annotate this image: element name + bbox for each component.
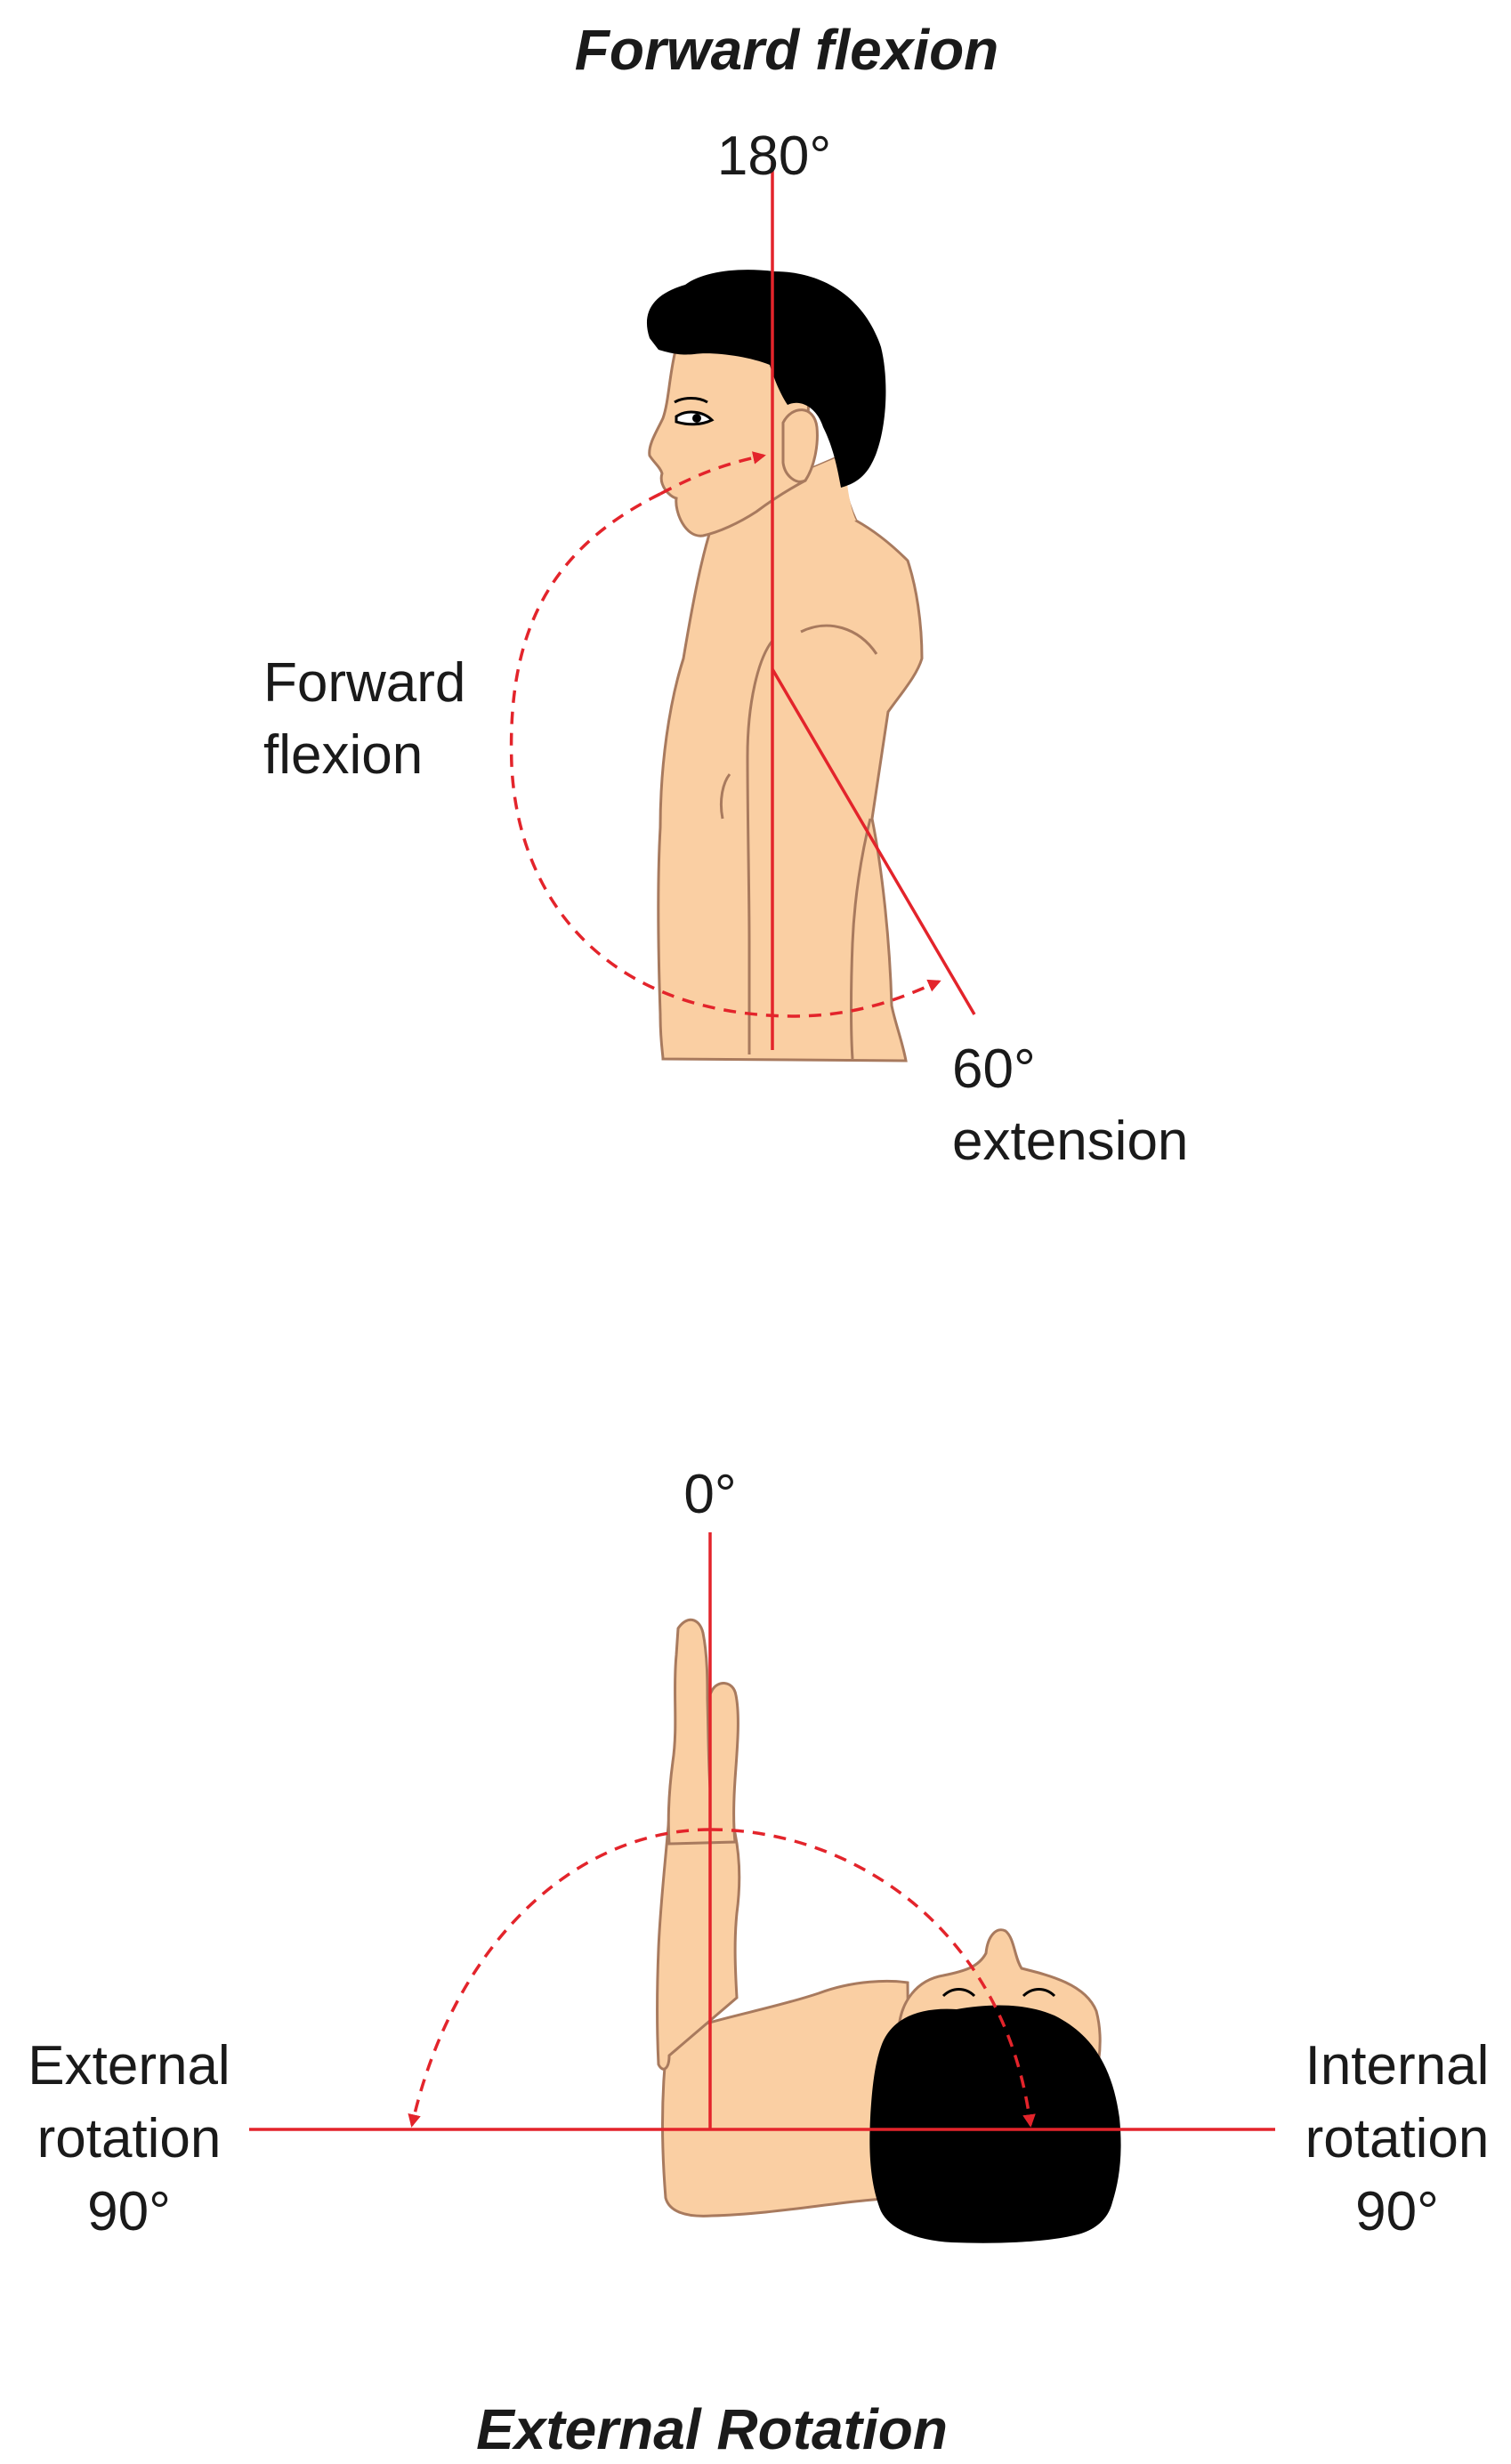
flexion-arc xyxy=(509,492,941,1018)
arm-contour xyxy=(746,640,774,1054)
neck xyxy=(739,454,856,523)
left-eyebrow xyxy=(941,1988,976,1998)
external-rotation-label-line1: External xyxy=(28,2035,230,2096)
forward-flexion-panel: Forward flexion 180° Forward flexion 60° xyxy=(263,18,1188,1172)
angle-zero-label: 0° xyxy=(683,1464,736,1525)
ear xyxy=(781,408,819,483)
hand xyxy=(667,1619,739,1846)
external-rotation-panel: 0° External rotation 90° Internal rotati… xyxy=(28,1464,1489,2461)
external-rotation-title: External Rotation xyxy=(476,2397,948,2461)
hair-top-view xyxy=(869,2005,1121,2243)
torso-side-view xyxy=(657,451,924,1062)
external-rotation-label-line2: rotation xyxy=(37,2108,222,2169)
back-contour xyxy=(850,818,872,1060)
extension-line xyxy=(771,668,976,1015)
chest-contour xyxy=(719,773,731,820)
flexion-arc-tip xyxy=(659,451,766,496)
internal-rotation-label-line3: 90° xyxy=(1355,2181,1439,2242)
internal-rotation-label-line2: rotation xyxy=(1305,2108,1490,2169)
external-rotation-label-line3: 90° xyxy=(87,2181,171,2242)
extension-label-line1: 60° xyxy=(952,1038,1036,1100)
internal-rotation-label-line1: Internal xyxy=(1305,2035,1490,2096)
rotation-arc-internal xyxy=(709,1828,1036,2128)
forward-flexion-title: Forward flexion xyxy=(575,18,999,82)
rotation-arc-external xyxy=(408,1828,711,2128)
hair xyxy=(646,270,886,488)
forward-flexion-label-line1: Forward xyxy=(263,652,465,714)
right-eyebrow xyxy=(1022,1988,1056,1998)
angle-180-label: 180° xyxy=(717,125,831,187)
shoulder-contour xyxy=(800,624,878,655)
upper-arm xyxy=(661,1979,911,2218)
forward-flexion-label-line2: flexion xyxy=(263,724,423,786)
extension-label-line2: extension xyxy=(952,1111,1188,1172)
